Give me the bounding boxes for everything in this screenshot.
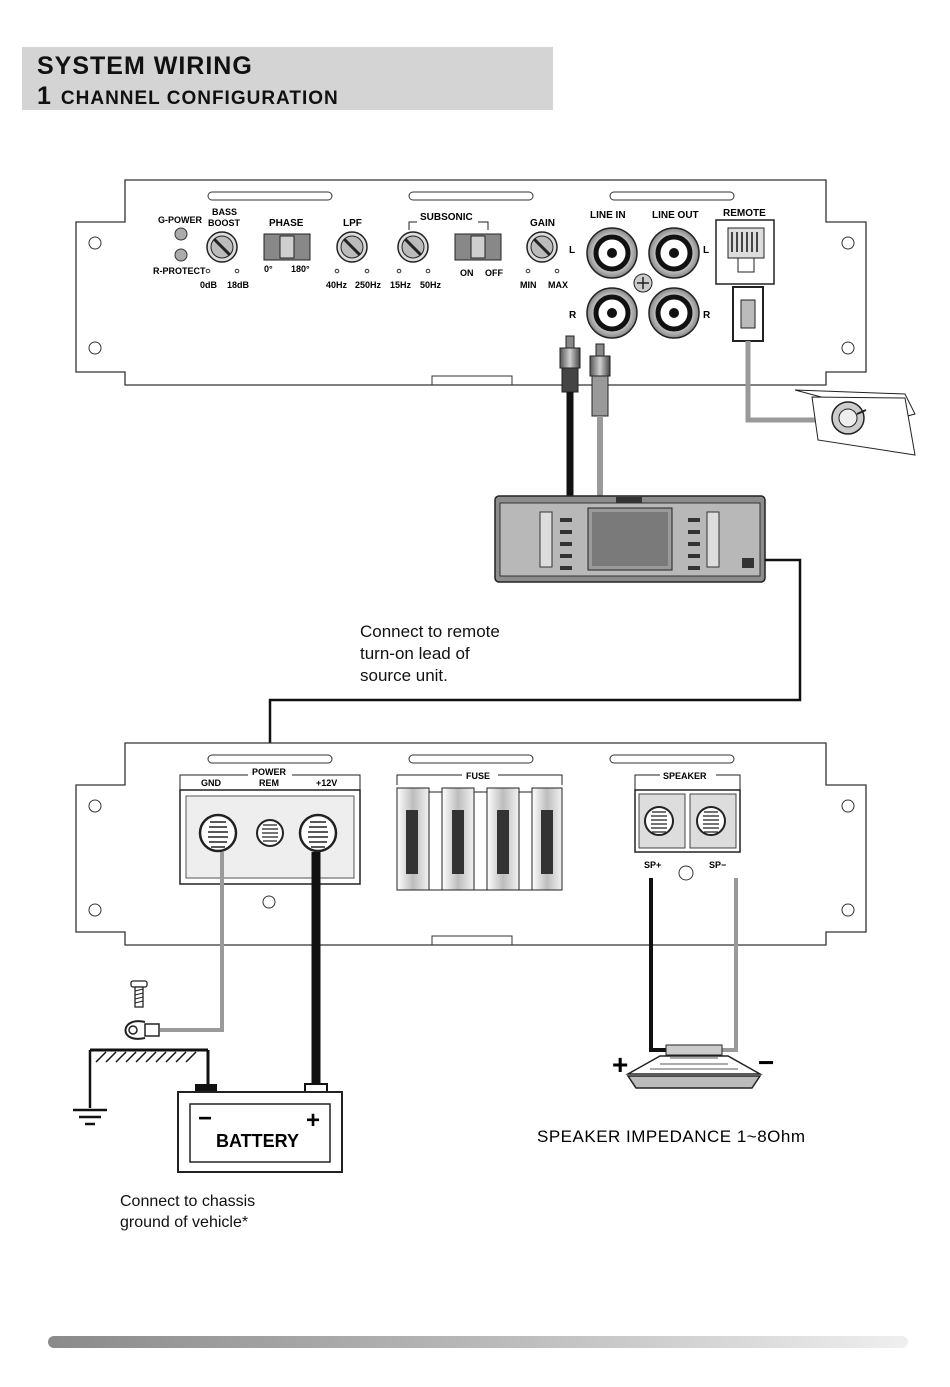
speaker-wire-positive — [649, 878, 668, 1052]
remote-bass-knob-unit — [794, 389, 916, 456]
r-protect-led — [174, 248, 188, 262]
line-in-label: LINE IN — [590, 210, 626, 221]
speaker-icon — [625, 1044, 763, 1089]
bass-max-label: 18dB — [227, 280, 250, 290]
line-out-right-jack[interactable] — [648, 287, 700, 339]
r-protect-label: R-PROTECT — [153, 266, 206, 276]
head-unit — [494, 495, 766, 583]
speaker-plus-sign: + — [612, 1049, 628, 1080]
screw-icon — [130, 980, 148, 1008]
line-in-right-label: R — [569, 310, 577, 321]
lpf-label: LPF — [343, 218, 362, 229]
footer-bar — [48, 1336, 908, 1348]
lpf-max-label: 250Hz — [355, 280, 382, 290]
chassis-note-line-2: ground of vehicle* — [120, 1214, 249, 1231]
sp-minus-terminal[interactable] — [696, 806, 726, 836]
bass-boost-label-2: BOOST — [208, 218, 241, 228]
remote-cable — [745, 341, 815, 423]
phase-0-label: 0° — [264, 264, 273, 274]
speaker-minus-sign: − — [758, 1047, 774, 1078]
config-number: 1 — [37, 82, 51, 110]
gain-label: GAIN — [530, 218, 555, 229]
ground-wire — [160, 852, 224, 1032]
config-text: CHANNEL CONFIGURATION — [60, 88, 339, 109]
remote-note-line-1: Connect to remote — [360, 622, 500, 641]
sp-plus-terminal[interactable] — [644, 806, 674, 836]
sub-on-label: ON — [460, 268, 474, 278]
page-subtitle: 1 CHANNEL CONFIGURATION — [37, 82, 339, 111]
sp-minus-label: SP− — [709, 860, 726, 870]
gain-max-label: MAX — [548, 280, 568, 290]
sub-off-label: OFF — [485, 268, 503, 278]
sub-max-label: 50Hz — [420, 280, 442, 290]
g-power-label: G-POWER — [158, 215, 202, 225]
remote-note: Connect to remote turn-on lead of source… — [360, 621, 500, 687]
gnd-label: GND — [201, 778, 222, 788]
battery-negative-sign: − — [198, 1105, 212, 1132]
power-label: POWER — [252, 767, 287, 777]
line-out-left-label: L — [703, 245, 709, 256]
battery-label: BATTERY — [216, 1131, 299, 1151]
subsonic-knob[interactable] — [397, 231, 429, 263]
bass-boost-knob[interactable] — [206, 231, 238, 263]
chassis-note: Connect to chassis ground of vehicle* — [120, 1191, 255, 1233]
line-out-right-label: R — [703, 310, 711, 321]
ground-screw-icon — [633, 273, 653, 293]
chassis-ground-symbol — [73, 1048, 210, 1126]
bass-boost-label-1: BASS — [212, 207, 237, 217]
rem-label: REM — [259, 778, 279, 788]
fuse-label: FUSE — [466, 771, 490, 781]
gain-min-label: MIN — [520, 280, 537, 290]
battery — [177, 1083, 343, 1173]
plus12v-label: +12V — [316, 778, 337, 788]
phase-180-label: 180° — [291, 264, 310, 274]
line-out-left-jack[interactable] — [648, 227, 700, 279]
phase-label: PHASE — [269, 218, 304, 229]
line-out-label: LINE OUT — [652, 210, 699, 221]
ring-terminal-icon — [124, 1020, 160, 1040]
header-banner — [22, 47, 553, 110]
battery-positive-sign: + — [306, 1107, 320, 1134]
lpf-knob[interactable] — [336, 231, 368, 263]
speaker-wire-negative — [720, 878, 738, 1052]
plus12v-terminal[interactable] — [298, 813, 338, 853]
gnd-terminal[interactable] — [198, 813, 238, 853]
speaker-label: SPEAKER — [663, 771, 707, 781]
remote-plug[interactable] — [732, 286, 764, 342]
phase-switch[interactable] — [263, 233, 311, 261]
subsonic-label: SUBSONIC — [420, 212, 473, 223]
remote-label: REMOTE — [723, 208, 766, 219]
page-title: SYSTEM WIRING — [37, 52, 253, 80]
remote-turn-on-wire — [268, 558, 802, 790]
gain-knob[interactable] — [526, 231, 558, 263]
rem-terminal[interactable] — [256, 819, 284, 847]
lpf-min-label: 40Hz — [326, 280, 348, 290]
line-in-left-jack[interactable] — [586, 227, 638, 279]
bass-min-label: 0dB — [200, 280, 218, 290]
remote-note-line-3: source unit. — [360, 666, 448, 685]
subsonic-switch[interactable] — [454, 233, 502, 261]
line-in-left-label: L — [569, 245, 575, 256]
sp-plus-label: SP+ — [644, 860, 661, 870]
fuse-holder — [396, 787, 563, 891]
g-power-led — [174, 227, 188, 241]
speaker-impedance-label: SPEAKER IMPEDANCE 1~8Ohm — [537, 1127, 806, 1146]
remote-port[interactable] — [715, 219, 775, 285]
line-in-right-jack[interactable] — [586, 287, 638, 339]
rca-plug-black — [559, 335, 581, 393]
chassis-note-line-1: Connect to chassis — [120, 1193, 256, 1210]
sub-min-label: 15Hz — [390, 280, 412, 290]
remote-note-line-2: turn-on lead of — [360, 644, 470, 663]
